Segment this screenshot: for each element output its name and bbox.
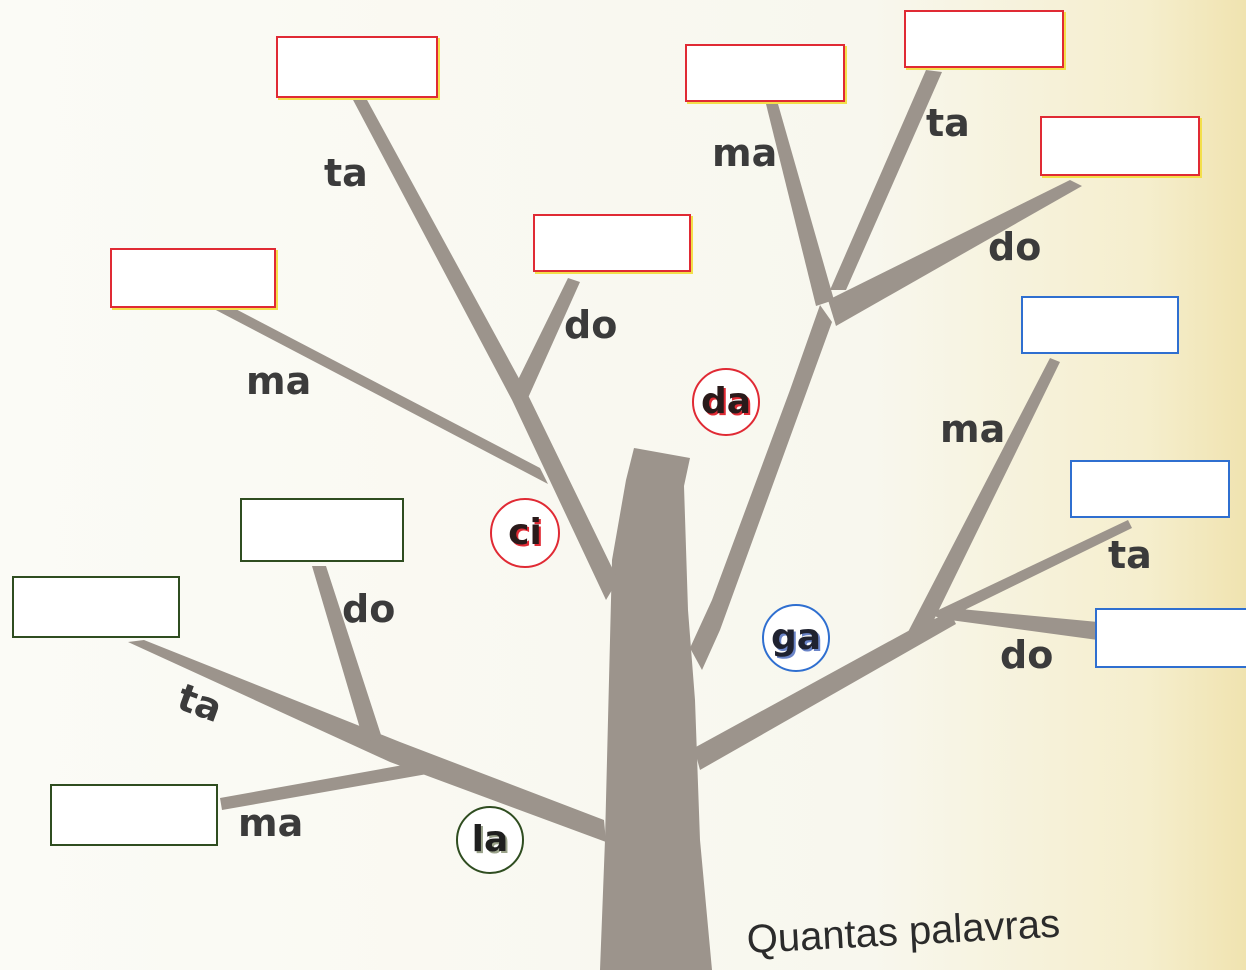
- answer-box-ga-ta[interactable]: [1070, 460, 1230, 518]
- center-syllable-ci: ci: [490, 498, 560, 568]
- answer-box-la-do[interactable]: [240, 498, 404, 562]
- answer-box-ga-ma[interactable]: [1021, 296, 1179, 354]
- syllable-ci-do: do: [564, 303, 618, 347]
- syllable-la-ma: ma: [238, 801, 304, 845]
- branch-la-ma: [220, 762, 450, 810]
- branch-ga-ma: [908, 358, 1060, 632]
- answer-box-la-ta[interactable]: [12, 576, 180, 638]
- branch-da-ma: [766, 104, 834, 306]
- answer-box-ci-ta[interactable]: [276, 36, 438, 98]
- branch-ga-do: [950, 608, 1098, 640]
- center-syllable-da: da: [692, 368, 760, 436]
- syllable-ga-do: do: [1000, 633, 1054, 677]
- syllable-la-do: do: [342, 587, 396, 631]
- branch-ci-do: [512, 278, 580, 398]
- branch-ci-ma: [212, 304, 548, 484]
- answer-box-ga-do[interactable]: [1095, 608, 1246, 668]
- tree-trunk: [600, 448, 712, 970]
- branch-da-main: [690, 305, 832, 670]
- branch-la-do: [312, 566, 382, 742]
- syllable-da-ta: ta: [926, 101, 970, 145]
- syllable-da-do: do: [988, 225, 1042, 269]
- answer-box-ci-do[interactable]: [533, 214, 691, 272]
- syllable-ga-ma: ma: [940, 407, 1006, 451]
- branch-ga-main: [694, 612, 956, 770]
- answer-box-da-do[interactable]: [1040, 116, 1200, 176]
- branch-ci-main: [352, 98, 618, 600]
- branch-da-ta: [830, 70, 942, 290]
- answer-box-la-ma[interactable]: [50, 784, 218, 846]
- syllable-ci-ta: ta: [324, 151, 368, 195]
- syllable-ci-ma: ma: [246, 359, 312, 403]
- answer-box-ci-ma[interactable]: [110, 248, 276, 308]
- branch-da-do: [828, 180, 1082, 326]
- answer-box-da-ta[interactable]: [904, 10, 1064, 68]
- center-syllable-ga: ga: [762, 604, 830, 672]
- branch-ga-ta: [930, 520, 1132, 620]
- center-syllable-la: la: [456, 806, 524, 874]
- answer-box-da-ma[interactable]: [685, 44, 845, 102]
- syllable-ga-ta: ta: [1108, 533, 1152, 577]
- syllable-da-ma: ma: [712, 131, 778, 175]
